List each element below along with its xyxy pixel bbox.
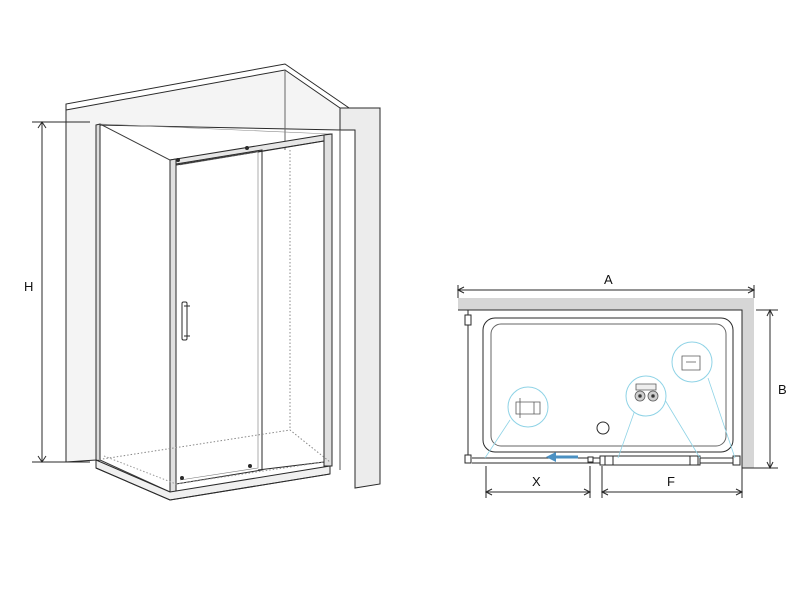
wall-profile-icon xyxy=(507,386,549,428)
drain xyxy=(596,421,610,435)
slide-direction-arrow xyxy=(546,452,578,462)
perspective-view xyxy=(65,63,381,501)
plan-back-wall xyxy=(458,298,754,310)
right-profile xyxy=(323,133,333,467)
height-label: H xyxy=(24,279,33,294)
width-dimension-a xyxy=(456,285,756,298)
width-a-label: A xyxy=(604,272,613,287)
roller-icon xyxy=(625,375,667,417)
callouts xyxy=(484,341,736,459)
plan-tray-inner xyxy=(490,323,727,447)
fixed-dimension-f xyxy=(600,466,744,498)
roller-bottom-right xyxy=(248,464,252,468)
fixed-panel xyxy=(257,140,325,471)
side-panel xyxy=(95,123,101,462)
back-wall xyxy=(65,69,341,463)
right-wall xyxy=(339,107,381,489)
door-handle xyxy=(181,301,188,341)
callout-details xyxy=(515,355,701,418)
depth-dimension-b xyxy=(742,308,778,470)
hidden-lines xyxy=(95,150,331,463)
depth-b-label: B xyxy=(778,382,787,397)
plan-right-wall xyxy=(742,298,754,468)
roller-top-left xyxy=(176,158,180,162)
front-left-post xyxy=(169,158,177,493)
floor xyxy=(95,467,331,501)
fixed-f-label: F xyxy=(667,474,675,489)
roller-bottom-left xyxy=(180,476,184,480)
opening-x-label: X xyxy=(532,474,541,489)
sliding-door xyxy=(175,149,263,485)
roller-top-right xyxy=(245,146,249,150)
plan-view xyxy=(458,298,754,468)
plan-tray-outer xyxy=(482,317,734,453)
height-dimension xyxy=(32,121,90,463)
opening-dimension-x xyxy=(484,466,592,498)
